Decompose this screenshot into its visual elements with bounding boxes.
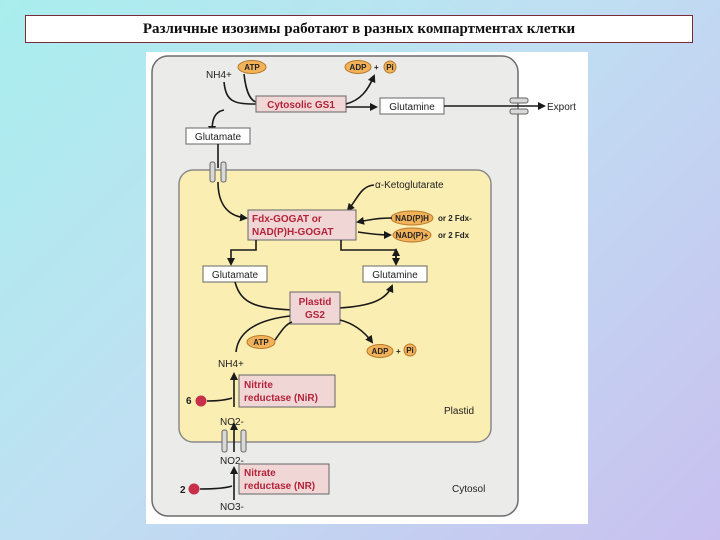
export-transporter — [509, 97, 529, 104]
nh4-top-label: NH4+ — [206, 70, 232, 81]
pi-top-label: Pi — [386, 63, 394, 72]
no2-cytosol-label: NO2- — [220, 456, 244, 467]
nr-label-line1: Nitrate — [244, 468, 276, 479]
gs2-label-line2: GS2 — [305, 310, 325, 321]
no2-plastid-label: NO2- — [220, 417, 244, 428]
no3-label: NO3- — [220, 502, 244, 513]
plastid-label: Plastid — [444, 406, 474, 417]
export-transporter-lower — [509, 108, 529, 115]
atp-plastid-label: ATP — [253, 338, 269, 347]
glutamine-cytosol-label: Glutamine — [389, 102, 435, 113]
plus-plastid: + — [396, 347, 401, 356]
nir-label-line1: Nitrite — [244, 380, 273, 391]
pi-plastid-label: Pi — [406, 346, 414, 355]
nitrite-transporter-left — [221, 429, 228, 453]
cytosol-label: Cytosol — [452, 484, 485, 495]
slide-title: Различные изозимы работают в разных комп… — [142, 20, 576, 37]
gogat-label-line2: NAD(P)H-GOGAT — [252, 227, 333, 238]
adp-plastid-pill — [366, 344, 394, 358]
adp-plastid-label: ADP — [372, 347, 390, 356]
or-2fdx-red: or 2 Fdx- — [438, 214, 472, 223]
atp-top-pill — [237, 60, 267, 74]
pi-top-circle — [383, 60, 397, 74]
gs2-enzyme-box — [289, 291, 341, 325]
export-label: Export — [547, 102, 576, 113]
gogat-label-line1: Fdx-GOGAT or — [252, 214, 322, 225]
glutamate-transporter-left — [209, 161, 216, 183]
nadp-label: NAD(P)+ — [396, 231, 429, 240]
glutamine-plastid-label: Glutamine — [372, 270, 418, 281]
plus-top: + — [374, 63, 379, 72]
six-electrons-label: 6 — [186, 396, 192, 407]
pi-plastid-circle — [403, 343, 417, 357]
gs1-label: Cytosolic GS1 — [267, 100, 335, 111]
adp-top-label: ADP — [350, 63, 368, 72]
adp-top-pill — [344, 60, 372, 74]
nitrogen-assimilation-diagram: NH4+ ATP Cytosolic GS1 ADP + Pi Glutamin… — [146, 52, 588, 524]
nadp-pill — [392, 227, 432, 243]
nitrite-transporter-right — [240, 429, 247, 453]
nadph-label: NAD(P)H — [395, 214, 429, 223]
nh4-plastid-label: NH4+ — [218, 359, 244, 370]
two-electrons-label: 2 — [180, 485, 186, 496]
atp-top-label: ATP — [244, 63, 260, 72]
atp-plastid-pill — [246, 335, 276, 349]
nir-label-line2: reductase (NiR) — [244, 393, 318, 404]
alpha-kg-label: α-Ketoglutarate — [375, 180, 444, 191]
electron-nr-icon — [188, 483, 200, 495]
nir-enzyme-box — [238, 374, 336, 408]
glutamate-transporter-right — [220, 161, 227, 183]
nr-label-line2: reductase (NR) — [244, 481, 315, 492]
electron-nir-icon — [195, 395, 207, 407]
glutamate-plastid-label: Glutamate — [212, 270, 259, 281]
glutamine-plastid-box — [362, 265, 428, 283]
or-2fdx-ox: or 2 Fdx — [438, 231, 470, 240]
gs2-label-line1: Plastid — [299, 297, 332, 308]
glutamate-cytosol-label: Glutamate — [195, 132, 242, 143]
gogat-enzyme-box — [247, 209, 357, 241]
nr-enzyme-box — [238, 463, 330, 495]
slide-title-box: Различные изозимы работают в разных комп… — [25, 15, 693, 43]
